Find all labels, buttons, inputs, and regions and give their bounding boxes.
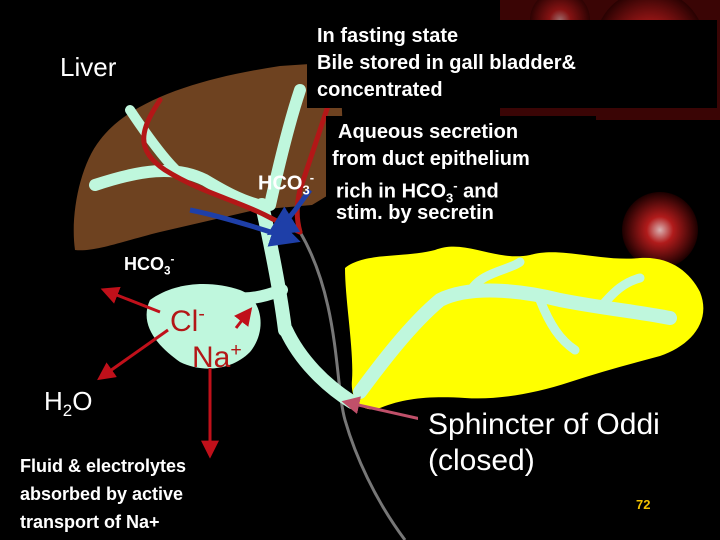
water-subscript: 2 <box>63 401 72 420</box>
common-bile-duct <box>286 330 352 402</box>
sodium-base: Na <box>192 341 230 374</box>
glow-decoration <box>622 192 698 268</box>
hco3-base: HCO <box>124 254 164 274</box>
sphincter-callout: Sphincter of Oddi (closed) <box>418 400 704 484</box>
hco3-subscript: 3 <box>164 265 171 278</box>
fasting-callout: In fasting state Bile stored in gall bla… <box>307 20 717 108</box>
fasting-line-1: In fasting state <box>317 24 458 48</box>
fasting-line-3: concentrated <box>317 78 443 102</box>
fluid-line-1: Fluid & electrolytes <box>20 455 186 478</box>
water-h: H <box>44 386 63 416</box>
pancreas-shape <box>345 247 703 410</box>
water-o: O <box>72 386 92 416</box>
hco3-superscript: - <box>171 253 175 266</box>
sphincter-line-2: (closed) <box>428 444 535 478</box>
sodium-label: Na+ <box>192 332 242 376</box>
hco3-subscript: 3 <box>302 183 309 198</box>
aqueous-and-text: and <box>458 181 499 203</box>
hco3-superscript: - <box>310 170 314 185</box>
aqueous-line-1: Aqueous secretion <box>338 120 518 144</box>
fasting-line-2: Bile stored in gall bladder& <box>317 51 576 75</box>
page-number: 72 <box>636 497 650 512</box>
hco3-gallbladder-label: HCO3- <box>124 248 174 283</box>
hco3-duct-label: HCO3- <box>258 166 314 203</box>
fluid-line-3: transport of Na+ <box>20 511 160 534</box>
sphincter-line-1: Sphincter of Oddi <box>428 408 660 442</box>
water-label: H2O <box>44 386 92 421</box>
chloride-superscript: - <box>198 303 205 325</box>
aqueous-hco3-text: rich in HCO <box>336 181 446 203</box>
aqueous-line-4: stim. by secretin <box>336 201 494 225</box>
sodium-superscript: + <box>230 339 241 361</box>
liver-label: Liver <box>60 52 116 83</box>
aqueous-line-2: from duct epithelium <box>332 147 530 171</box>
fluid-line-2: absorbed by active <box>20 483 183 506</box>
aqueous-callout: Aqueous secretion from duct epithelium r… <box>326 116 596 234</box>
hco3-base: HCO <box>258 173 302 195</box>
water-absorption-arrow <box>100 330 168 378</box>
